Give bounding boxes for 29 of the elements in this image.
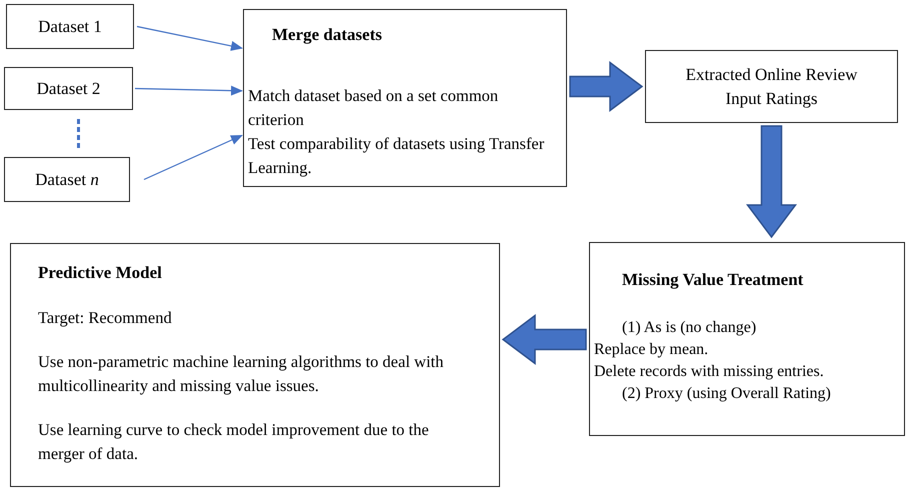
list-item: (1) As is (no change) [621, 318, 758, 338]
arrow [144, 134, 243, 180]
list-item: Delete records with missing entries. [593, 362, 825, 382]
text-box [10, 243, 500, 487]
body-text: Use non-parametric machine learning algorithms to deal with multicollinearity and missing value issues. [38, 350, 444, 397]
block-arrow [569, 61, 644, 112]
body-text: Use learning curve to check model improvement due to the merger of data. [38, 418, 430, 465]
node-label: Extracted Online Review Input Ratings [684, 64, 858, 110]
process-box [4, 67, 133, 110]
list-item: (2) Proxy (using Overall Rating) [621, 384, 832, 404]
body-text: Target: Recommend [38, 306, 173, 329]
node-label: Dataset n [35, 168, 99, 190]
block-arrow [502, 314, 587, 365]
process-box [645, 50, 898, 123]
list-item: Replace by mean. [593, 340, 710, 360]
body-text: Test comparability of datasets using Transfer Learning. [248, 132, 546, 179]
block-arrow [746, 125, 797, 238]
arrow [134, 86, 243, 96]
text-box [589, 242, 905, 436]
box-heading: Merge datasets [271, 24, 383, 46]
process-box [6, 4, 134, 49]
arrow [136, 26, 243, 51]
box-heading: Missing Value Treatment [621, 269, 804, 291]
body-text: Match dataset based on a set common criterion [248, 84, 500, 130]
text-box [243, 9, 567, 187]
node-label: Dataset 1 [38, 16, 102, 38]
box-heading: Predictive Model [38, 262, 163, 284]
process-box [4, 157, 130, 202]
node-label: Dataset 2 [36, 78, 100, 100]
